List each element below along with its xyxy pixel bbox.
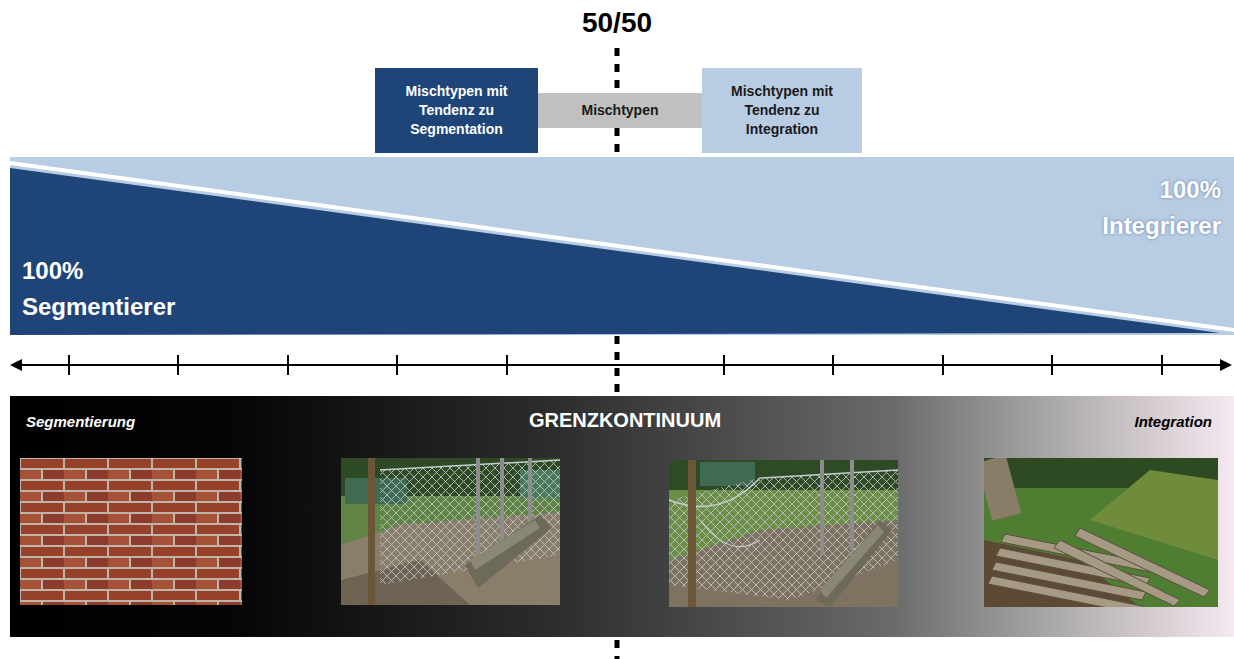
box-text: Mischtypen mit Tendenz zu Segmentation [383,82,530,139]
brick-wall-photo [20,458,242,605]
continuum-title: GRENZKONTINUUM [529,408,721,432]
integration-tendency-box: Mischtypen mit Tendenz zu Integration [702,68,862,153]
box-text: Mischtypen mit Tendenz zu Integration [710,82,854,139]
segmentation-tendency-box: Mischtypen mit Tendenz zu Segmentation [375,68,538,153]
mixed-type-box: Mischtypen [538,93,702,128]
collapsed-fence-photo [984,458,1218,607]
integration-end-label: Integration [1135,413,1213,431]
axis [14,355,1228,375]
broken-fence-photo [669,460,898,607]
axis-arrowhead [10,359,22,371]
continuum-panel [10,396,1234,637]
segmentation-end-label: Segmentierung [26,413,135,431]
ratio-label: 50/50 [582,6,652,40]
box-text: Mischtypen [581,101,658,120]
segmentation-wedge [10,168,1220,335]
integration-band [10,157,1234,335]
segmenter-label: 100% Segmentierer [22,253,175,325]
axis-arrowhead [1220,359,1232,371]
wedge-divider [10,163,1234,330]
fence-photo [341,458,560,605]
integrator-label: 100% Integrierer [1102,172,1221,244]
